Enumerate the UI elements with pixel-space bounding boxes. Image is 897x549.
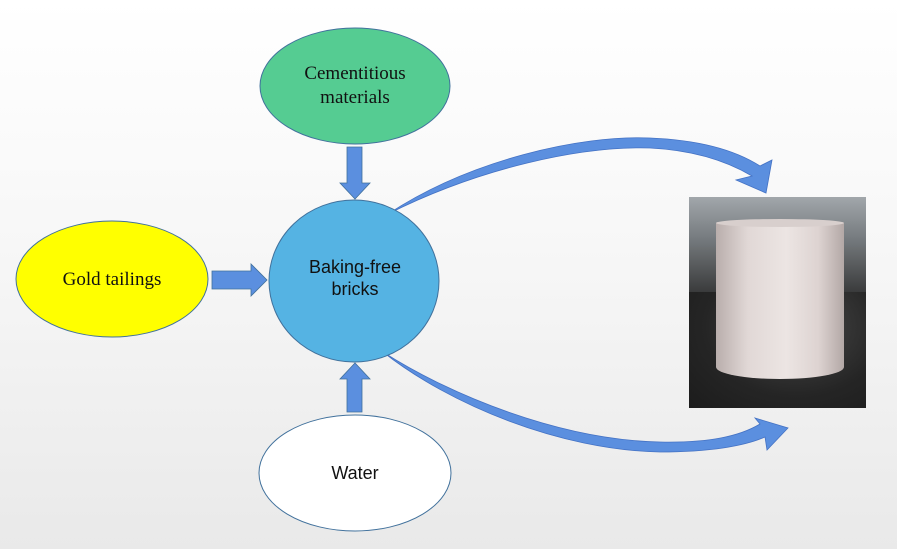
arrow-down-from-cementitious <box>339 146 371 200</box>
baking-free-bricks-line2: bricks <box>331 279 379 299</box>
water-label: Water <box>331 462 379 483</box>
node-baking-free-bricks <box>268 199 440 363</box>
brick-sample-photo <box>689 197 866 408</box>
node-cementitious-materials <box>259 27 451 145</box>
cementitious-label-line1: Cementitious <box>304 63 406 85</box>
curved-arrow-top <box>387 137 773 215</box>
arrow-up-from-water <box>339 362 371 413</box>
gold-tailings-label: Gold tailings <box>62 269 162 291</box>
photo-brick-top <box>716 219 844 227</box>
curved-arrow-bottom <box>382 351 789 453</box>
baking-free-bricks-line1: Baking-free <box>308 256 402 277</box>
arrow-right-from-gold-tailings <box>211 263 268 297</box>
photo-brick-cylinder <box>716 222 844 379</box>
cementitious-label-line2: materials <box>320 87 390 108</box>
cementitious-label: Cementitious materials <box>260 56 450 116</box>
node-water <box>258 414 452 532</box>
node-gold-tailings <box>15 220 209 338</box>
baking-free-bricks-label: Baking-free bricks <box>270 250 440 306</box>
